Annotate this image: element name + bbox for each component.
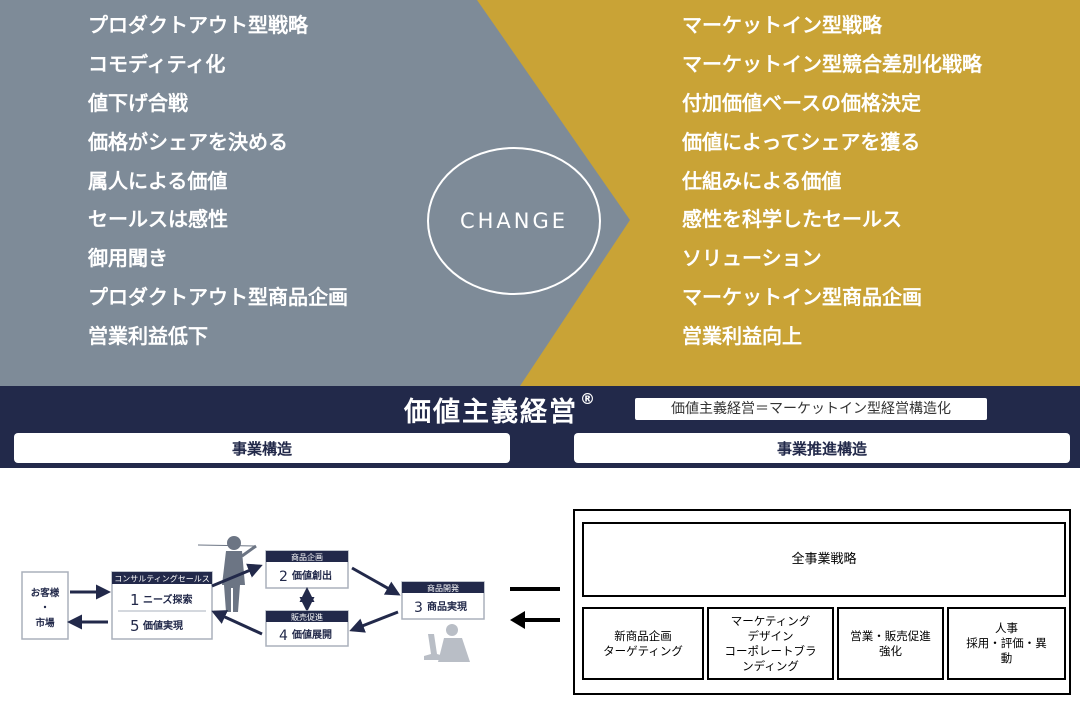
promotion-structure-header: 事業推進構造 <box>574 433 1070 463</box>
philosophy-title: 価値主義経営® <box>404 390 597 429</box>
consulting-sales-box: コンサルティングセールス 1 ニーズ探索 5 価値実現 <box>111 571 213 640</box>
product-development-box: 商品開発 3 商品実現 <box>401 581 485 620</box>
consulting-header: コンサルティングセールス <box>114 574 210 584</box>
sales-promotion-strengthening-box: 営業・販売促進 強化 <box>837 607 944 680</box>
old-model-item: プロダクトアウト型戦略 <box>88 13 308 37</box>
old-model-item: コモディティ化 <box>88 52 226 76</box>
step-3-label: 商品実現 <box>427 600 467 613</box>
philosophy-title-text: 価値主義経営 <box>404 397 578 428</box>
new-model-item: 営業利益向上 <box>682 324 802 348</box>
new-model-item: 感性を科学したセールス <box>682 207 902 231</box>
old-model-item: 値下げ合戦 <box>88 91 188 115</box>
step-1-number: 1 <box>130 591 140 609</box>
transfer-line: 動 <box>1000 651 1013 665</box>
corporate-branding-line-2: ンディング <box>742 658 799 673</box>
new-model-item: マーケットイン型戦略 <box>682 13 882 37</box>
market-label: 市場 <box>35 617 55 629</box>
new-product-planning-box: 新商品企画 ターゲティング <box>582 607 704 680</box>
new-model-item: 仕組みによる価値 <box>682 169 842 193</box>
targeting-line: ターゲティング <box>603 643 683 658</box>
new-model-item: マーケットイン型商品企画 <box>682 285 922 309</box>
strengthening-line: 強化 <box>879 643 902 658</box>
development-header: 商品開発 <box>427 583 459 593</box>
change-banner <box>0 0 1080 386</box>
arrow-to-promotion <box>349 610 399 633</box>
new-model-item: ソリューション <box>682 246 822 270</box>
planning-header: 商品企画 <box>291 552 323 562</box>
corporate-branding-line-1: コーポレートブラ <box>724 643 817 658</box>
new-product-planning-line: 新商品企画 <box>614 628 672 643</box>
old-model-chevron <box>0 0 630 386</box>
old-model-item: 営業利益低下 <box>88 324 208 348</box>
old-model-item: セールスは感性 <box>88 207 228 231</box>
business-structure-header: 事業構造 <box>14 433 510 463</box>
hr-line: 人事 <box>995 621 1018 635</box>
registered-mark: ® <box>580 390 597 408</box>
step-4-number: 4 <box>279 628 288 644</box>
step-4-label: 価値展開 <box>291 628 332 641</box>
old-model-item: プロダクトアウト型商品企画 <box>88 285 348 309</box>
hr-box: 人事 採用・評価・異 動 <box>947 607 1066 680</box>
arrow-to-development <box>351 566 401 596</box>
researcher-illustration <box>424 624 470 662</box>
old-model-item: 属人による価値 <box>88 169 228 193</box>
sales-promotion-line: 営業・販売促進 <box>850 628 931 643</box>
philosophy-caption: 価値主義経営＝マーケットイン型経営構造化 <box>635 398 987 420</box>
product-planning-box: 商品企画 2 価値創出 <box>265 550 349 589</box>
promotion-header: 販売促進 <box>291 612 323 622</box>
step-2-number: 2 <box>279 569 288 585</box>
new-model-item: 価値によってシェアを獲る <box>682 130 921 154</box>
arrow-from-promotion <box>211 610 263 636</box>
new-model-item: マーケットイン型競合差別化戦略 <box>682 52 982 76</box>
all-business-strategy-box: 全事業戦略 <box>582 522 1066 597</box>
design-line: デザイン <box>747 628 794 643</box>
new-model-item: 付加価値ベースの価格決定 <box>682 91 921 115</box>
customer-market-box: お客様 ・ 市場 <box>21 571 69 640</box>
marketing-line: マーケティング <box>730 613 811 628</box>
customer-dot: ・ <box>40 603 50 614</box>
hiring-evaluation-line: 採用・評価・異 <box>966 636 1047 650</box>
all-business-strategy-label: 全事業戦略 <box>791 552 857 567</box>
step-5-number: 5 <box>130 617 140 635</box>
old-model-item: 御用聞き <box>88 246 168 270</box>
business-structure-diagram: お客様 ・ 市場 コンサルティングセールス 1 ニーズ探索 5 価値実現 商品企… <box>21 536 560 662</box>
sales-promotion-box: 販売促進 4 価値展開 <box>265 610 349 647</box>
presenter-illustration <box>197 536 257 612</box>
arrow-to-planning <box>211 563 263 588</box>
customer-label: お客様 <box>31 587 60 599</box>
old-model-item: 価格がシェアを決める <box>88 130 288 154</box>
step-1-label: ニーズ探索 <box>143 593 193 606</box>
marketing-design-box: マーケティング デザイン コーポレートブラ ンディング <box>707 607 834 680</box>
step-3-number: 3 <box>414 600 423 616</box>
step-5-label: 価値実現 <box>142 619 183 632</box>
step-2-label: 価値創出 <box>291 569 332 582</box>
change-circle: CHANGE <box>427 147 601 295</box>
